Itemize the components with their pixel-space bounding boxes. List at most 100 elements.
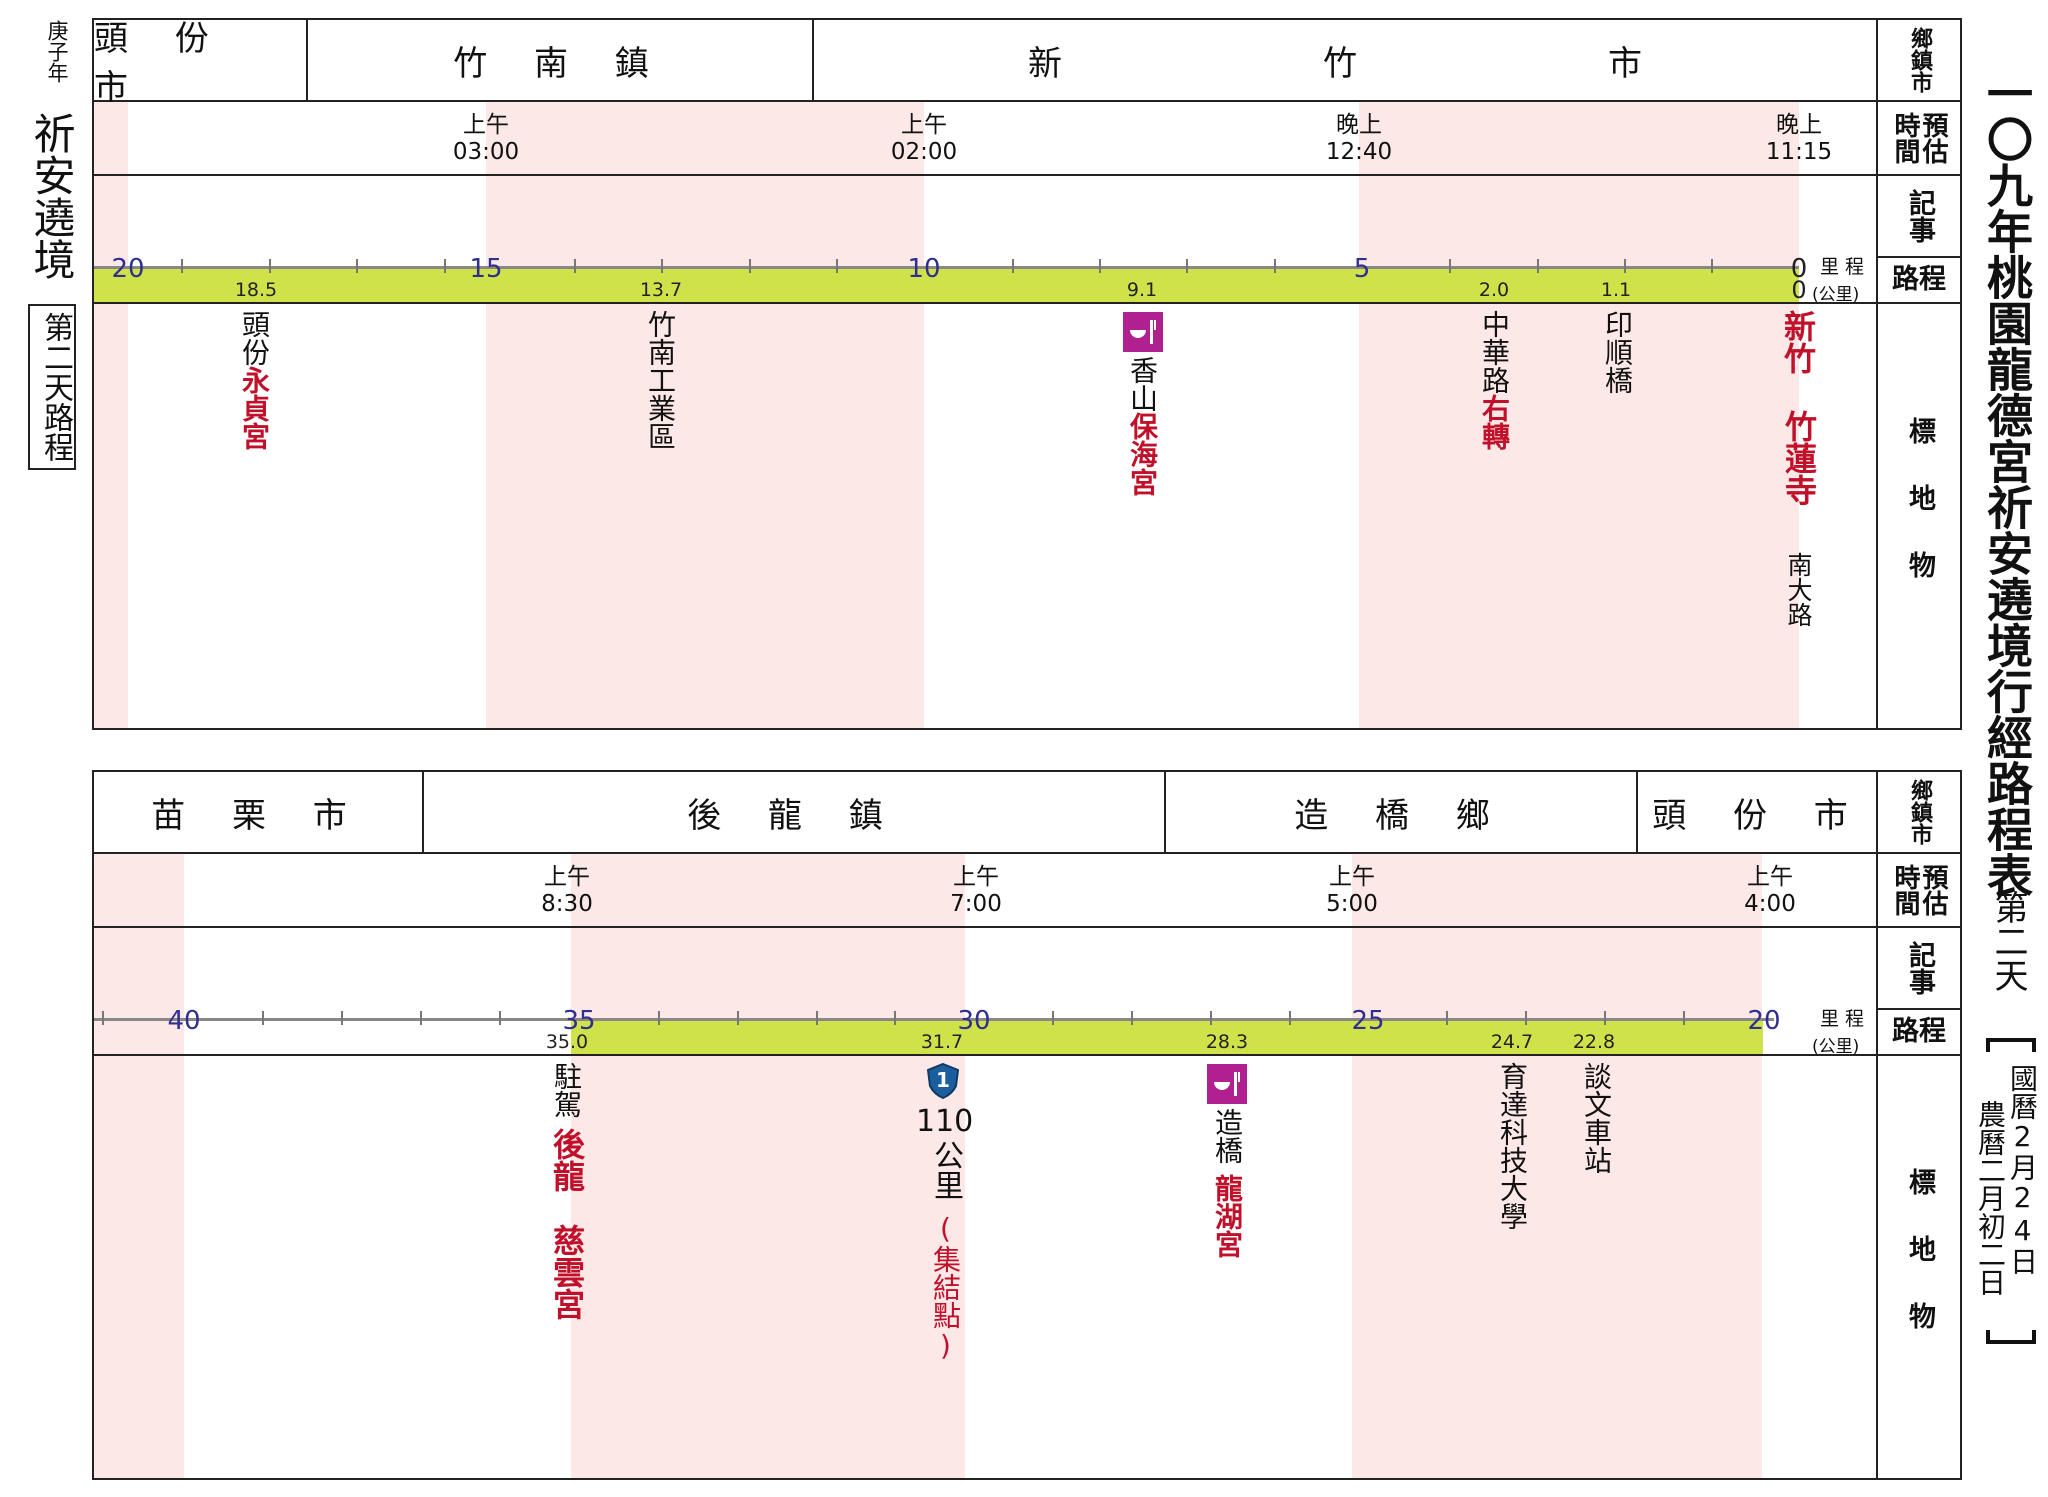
right-day: 第二天: [1988, 890, 2028, 992]
km-tick: [1624, 259, 1626, 273]
time-value: 7:00: [950, 891, 1002, 917]
km-tick: [661, 259, 663, 273]
bottom-route-panel: 苗 栗 市 後 龍 鎮 造 橋 鄉 頭 份 市 鄉鎮市 預估時間 記事 路程 標…: [92, 770, 1962, 1480]
time-band: [94, 100, 128, 728]
km-mark: 15: [469, 254, 503, 284]
km-tick: [181, 259, 183, 273]
km-mark: 35: [562, 1006, 596, 1036]
label-landmark: 標地物: [1904, 1167, 1935, 1369]
town-divider: [306, 20, 308, 100]
page-left-title: 祈安遶境: [27, 112, 76, 280]
km-tick: [341, 1011, 343, 1025]
km-tick: [1525, 1011, 1527, 1025]
km-tick: [658, 1011, 660, 1025]
km-ruler: [94, 266, 1799, 269]
km-tick: [1210, 1011, 1212, 1025]
km-point: 24.7: [1490, 1031, 1534, 1053]
year-label: 庚子年: [45, 20, 69, 83]
km-tick: [836, 259, 838, 273]
km-mark: 40: [167, 1006, 201, 1036]
time-band: [486, 100, 924, 728]
km-tick: [444, 259, 446, 273]
time-value: 12:40: [1325, 139, 1393, 165]
town-miaoli: 苗 栗 市: [151, 795, 365, 836]
landmark-zhunan-industrial: 竹南工業區: [644, 310, 677, 450]
km-mark: 5: [1353, 254, 1371, 284]
town-hsinchu-2: 竹: [1323, 43, 1375, 84]
highway-1-icon: 1: [926, 1062, 960, 1100]
km-mark: 20: [1747, 1006, 1781, 1036]
mileage-unit: (公里): [1812, 1037, 1860, 1057]
km-tick: [1449, 259, 1451, 273]
km-tick: [1446, 1011, 1448, 1025]
landmark-assembly-point: (集結點): [929, 1212, 962, 1362]
km-point: 35.0: [545, 1031, 589, 1053]
time-period: 晚上: [1335, 112, 1382, 138]
date-bracket-top: [1986, 1038, 2036, 1052]
landmark-zaoqiao: 造橋: [1211, 1108, 1244, 1164]
landmark-stay: 駐駕: [550, 1062, 583, 1118]
landmark-ciyun-temple: 慈雲宮: [548, 1224, 586, 1320]
time-band: [1352, 852, 1762, 1478]
label-route: 路程: [1892, 1016, 1946, 1047]
row-divider: [94, 1054, 1960, 1056]
row-divider: [94, 100, 1960, 102]
km-tick: [1289, 1011, 1291, 1025]
time-value: 11:15: [1765, 139, 1833, 165]
town-hsinchu-3: 市: [1608, 43, 1660, 84]
km-tick: [749, 259, 751, 273]
label-column-divider: [1876, 772, 1878, 1478]
landmark-yongzhen: 頭份永貞宮: [238, 310, 271, 450]
time-band: [571, 852, 965, 1478]
landmark-hsinchu: 新竹: [1779, 310, 1817, 374]
landmark-zhonghua-road: 中華路右轉: [1478, 310, 1511, 450]
town-divider: [1636, 772, 1638, 852]
meal-stop-icon: [1207, 1064, 1247, 1104]
label-landmark: 標地物: [1904, 416, 1935, 618]
row-divider: [94, 926, 1960, 928]
highway-number: 1: [936, 1068, 950, 1092]
km-tick: [1274, 259, 1276, 273]
km-point: 9.1: [1126, 279, 1158, 301]
km-point: 1.1: [1600, 279, 1632, 301]
time-band: [94, 852, 184, 1478]
km-tick: [1537, 259, 1539, 273]
km-tick: [262, 1011, 264, 1025]
km-tick: [1604, 1011, 1606, 1025]
km-mark: 25: [1351, 1006, 1385, 1036]
km-tick: [574, 259, 576, 273]
time-period: 上午: [900, 112, 947, 138]
landmark-temple: 保海宮: [1126, 412, 1159, 496]
landmark-longhu-temple: 龍湖宮: [1211, 1174, 1244, 1258]
km-point: 13.7: [639, 279, 683, 301]
landmark-houlong: 後龍: [548, 1128, 586, 1192]
town-houlong: 後 龍 鎮: [687, 795, 901, 836]
row-divider: [94, 852, 1960, 854]
km-point: 28.3: [1205, 1031, 1249, 1053]
time-period: 上午: [953, 864, 999, 890]
town-divider: [812, 20, 814, 100]
label-note: 記事: [1904, 941, 1935, 995]
km-tick: [737, 1011, 739, 1025]
time-period: 上午: [462, 112, 509, 138]
time-period: 上午: [544, 864, 590, 890]
town-divider: [422, 772, 424, 852]
landmark-place: 頭份: [238, 310, 271, 366]
label-time: 預估時間: [1890, 112, 1948, 164]
town-zhunan: 竹 南 鎮: [453, 43, 667, 84]
date-lunar: 農曆二月初二日: [1974, 1100, 2007, 1296]
km-tick: [1052, 1011, 1054, 1025]
km-tick: [1099, 259, 1101, 273]
time-band: [1359, 100, 1799, 728]
label-time: 預估時間: [1890, 864, 1948, 916]
date-bracket-bottom: [1986, 1330, 2036, 1344]
km-point: 22.8: [1572, 1031, 1616, 1053]
landmark-baohai: 香山保海宮: [1126, 356, 1159, 496]
km-mark: 0: [1790, 254, 1808, 284]
landmark-road: 中華路: [1478, 310, 1511, 394]
